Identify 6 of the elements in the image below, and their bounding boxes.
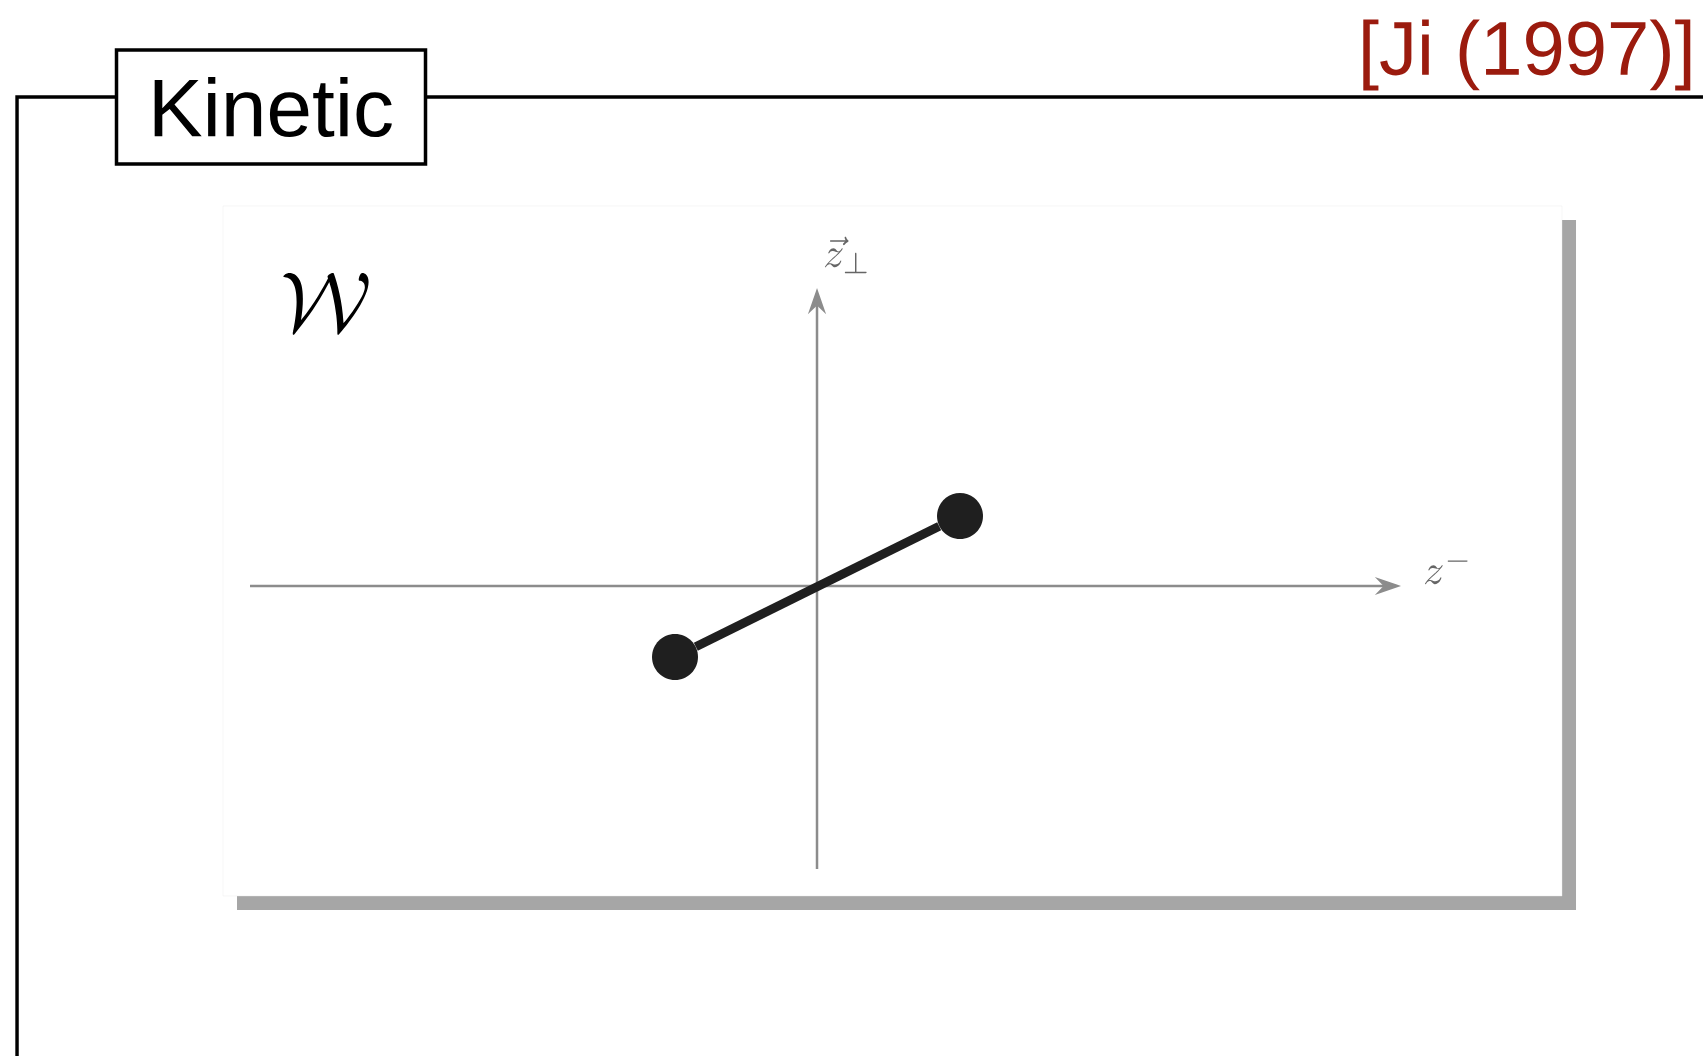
math-symbol: $\mathcal{W}$: [283, 273, 369, 335]
line-segment: [693, 522, 942, 651]
axis-label: $z^-$: [1424, 560, 1468, 585]
endpoint-dot: [937, 493, 983, 539]
endpoint-dot: [652, 634, 698, 680]
axis-label: $\vec{z}_\perp$: [824, 236, 867, 274]
